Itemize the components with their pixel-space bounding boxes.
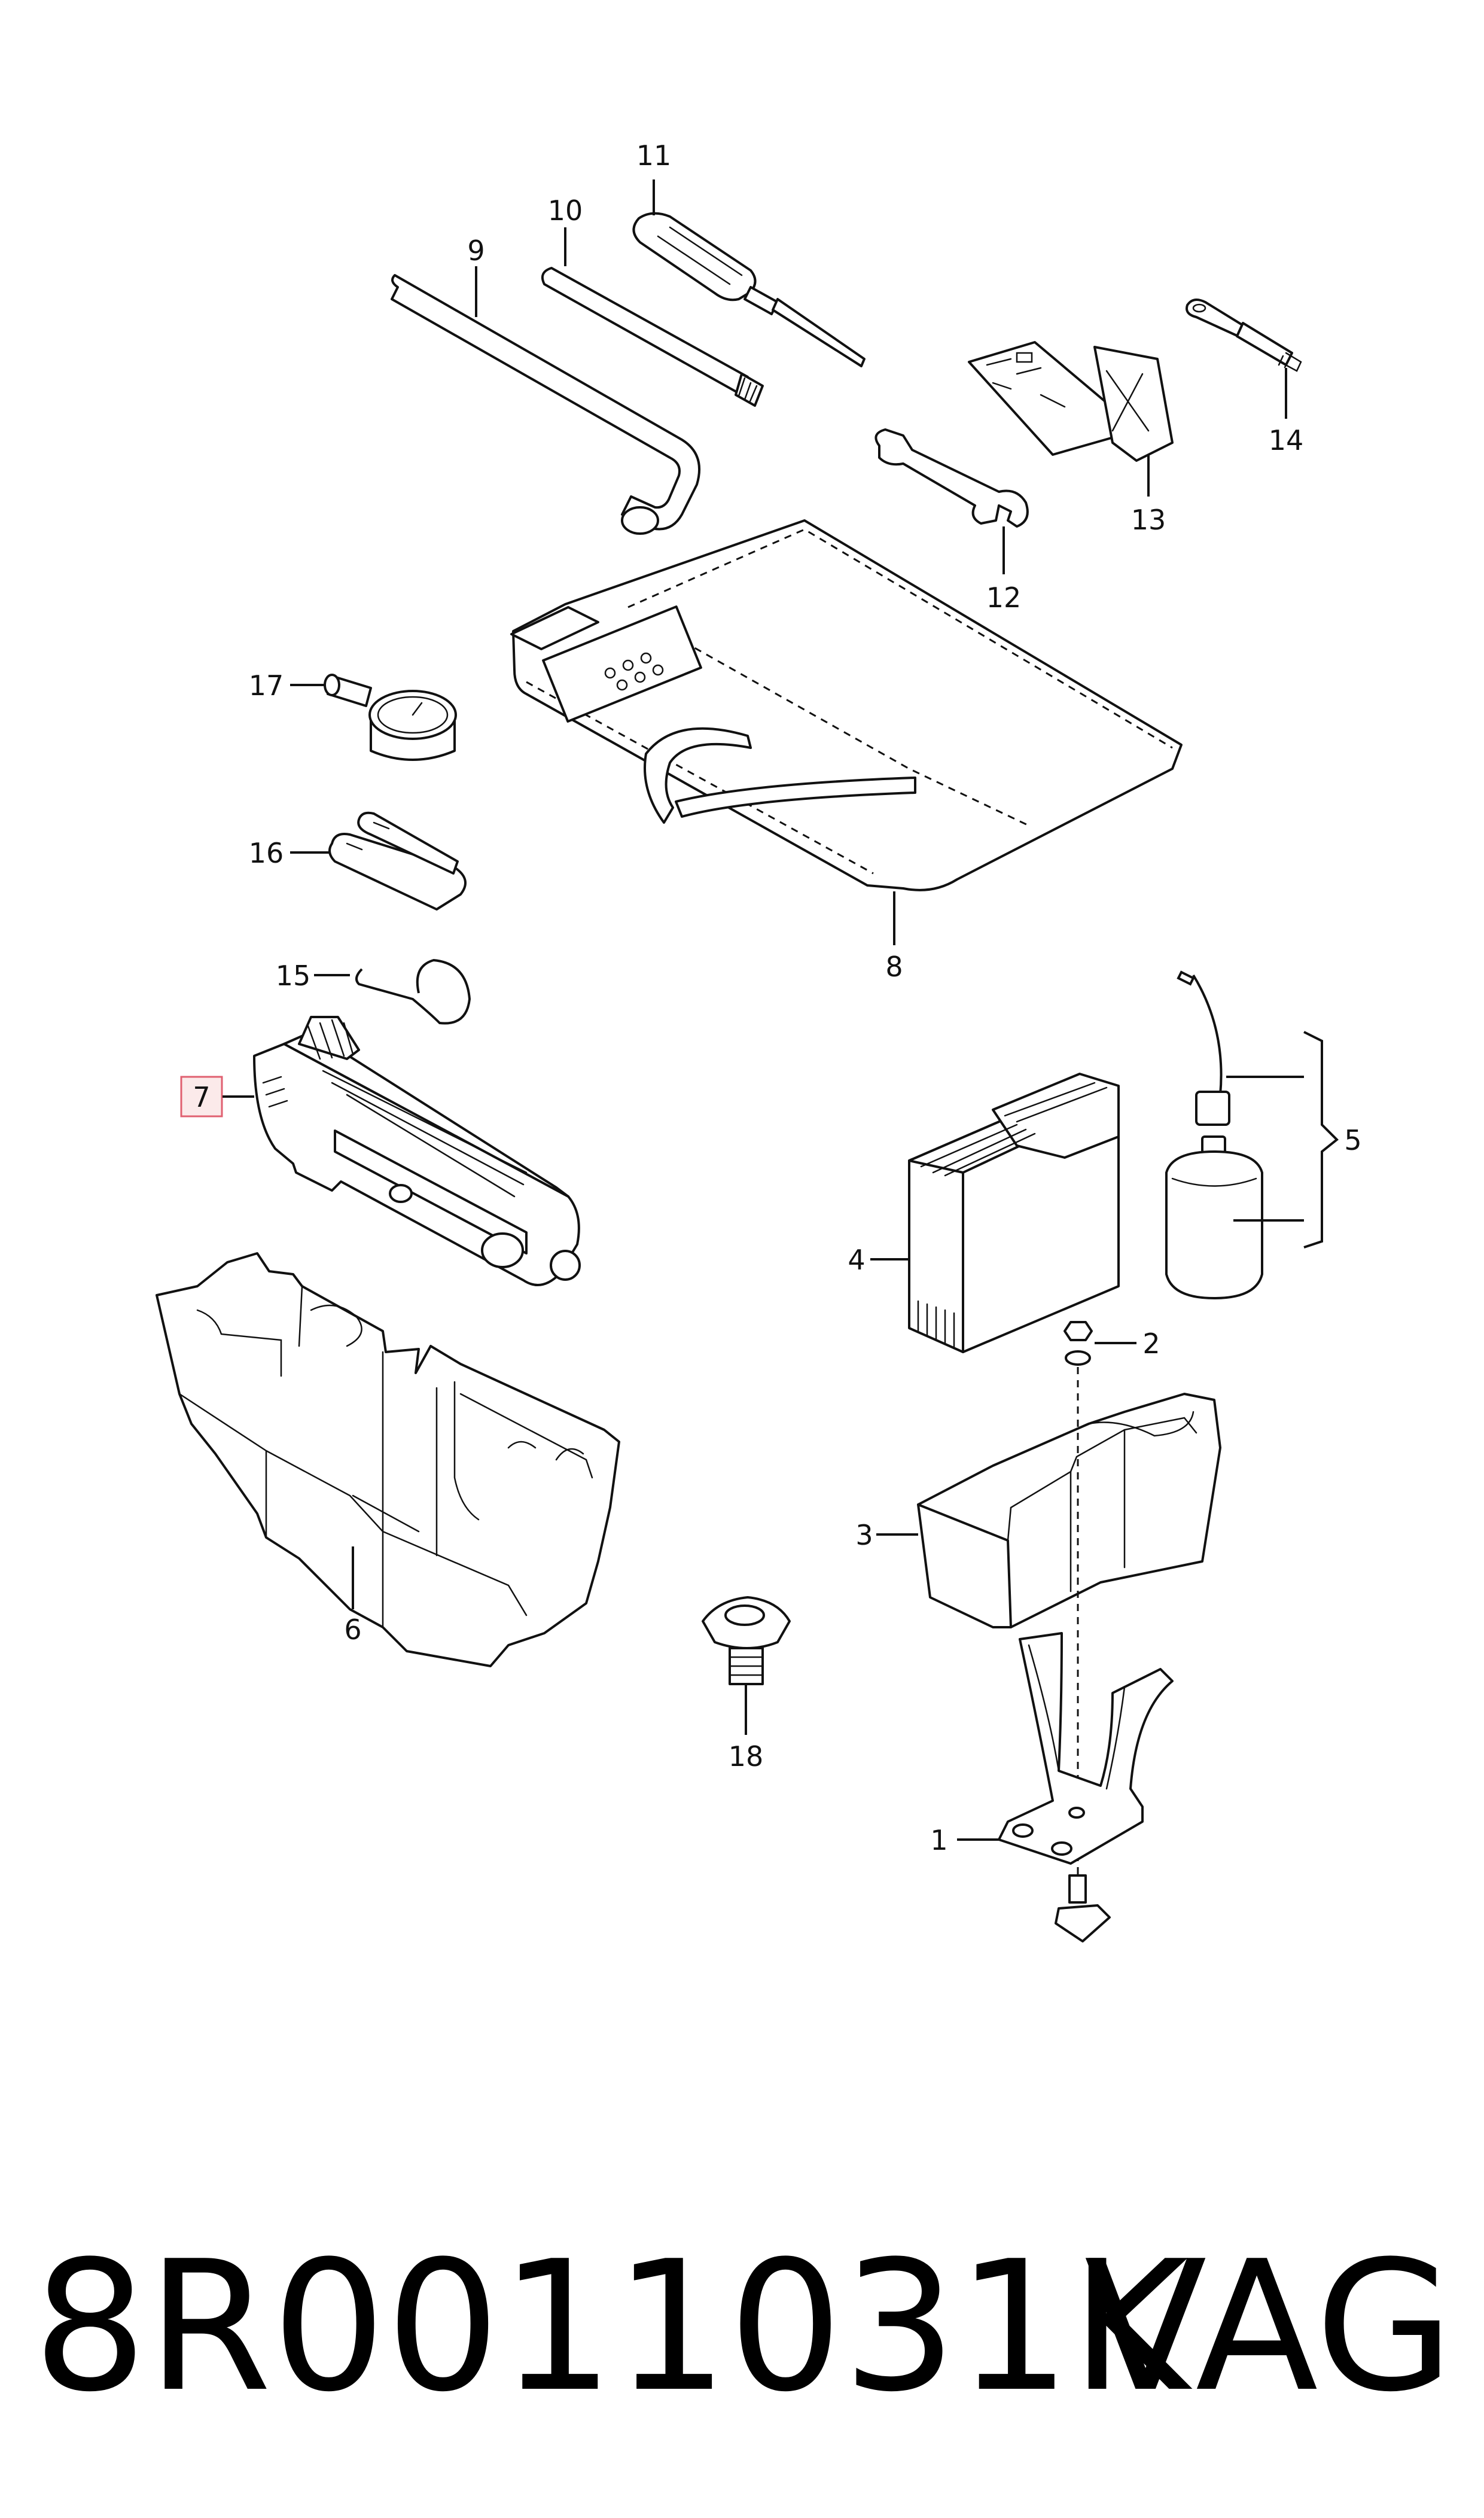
part-4-box [870,1073,1120,1353]
callout-3: 3 [855,1519,873,1551]
callout-2: 2 [1142,1327,1160,1360]
part-1-bracket [957,1632,1174,1942]
part-number: 8R0011031K [33,2222,1189,2431]
part-11-screwdriver [632,179,866,367]
part-10-extension-rod [541,227,764,407]
part-9-wheel-wrench [391,266,701,535]
callout-7: 7 [193,1081,210,1113]
part-16-clip [290,811,467,911]
callout-17: 17 [249,669,284,702]
callout-5: 5 [1344,1124,1361,1156]
part-12-open-end-wrench [874,428,1029,574]
callout-11: 11 [636,139,672,172]
part-2-nut [1064,1321,1136,1366]
part-3-tray [876,1367,1221,1884]
part-6-foam-tray [156,1252,620,1667]
callout-15: 15 [276,960,311,992]
part-7-jack [253,1016,581,1286]
callout-4: 4 [848,1244,865,1276]
callout-12: 12 [986,581,1022,614]
callout-6: 6 [344,1613,361,1646]
part-14-towing-eye [1186,299,1302,419]
part-5-bottle [1165,970,1339,1299]
part-18-valve [702,1596,791,1735]
callout-18: 18 [729,1740,764,1773]
part-15-wire-hook [314,958,471,1025]
callout-13: 13 [1131,504,1166,536]
callout-7-highlight [180,1076,254,1118]
callout-8: 8 [885,951,903,983]
brand-name: VAG [1084,2222,1454,2431]
tool-bag-keypad [604,652,664,691]
part-13-wheel-chock [968,341,1174,497]
callout-1: 1 [930,1824,947,1856]
part-17-pressure-gauge [290,674,457,761]
callout-9: 9 [467,235,484,267]
callout-labels: 1 2 3 4 5 6 7 8 9 10 11 12 13 14 15 16 1… [193,139,1361,1856]
part-8-tool-bag [510,519,1183,945]
callout-10: 10 [548,194,583,227]
callout-16: 16 [249,837,284,869]
callout-14: 14 [1269,424,1304,456]
